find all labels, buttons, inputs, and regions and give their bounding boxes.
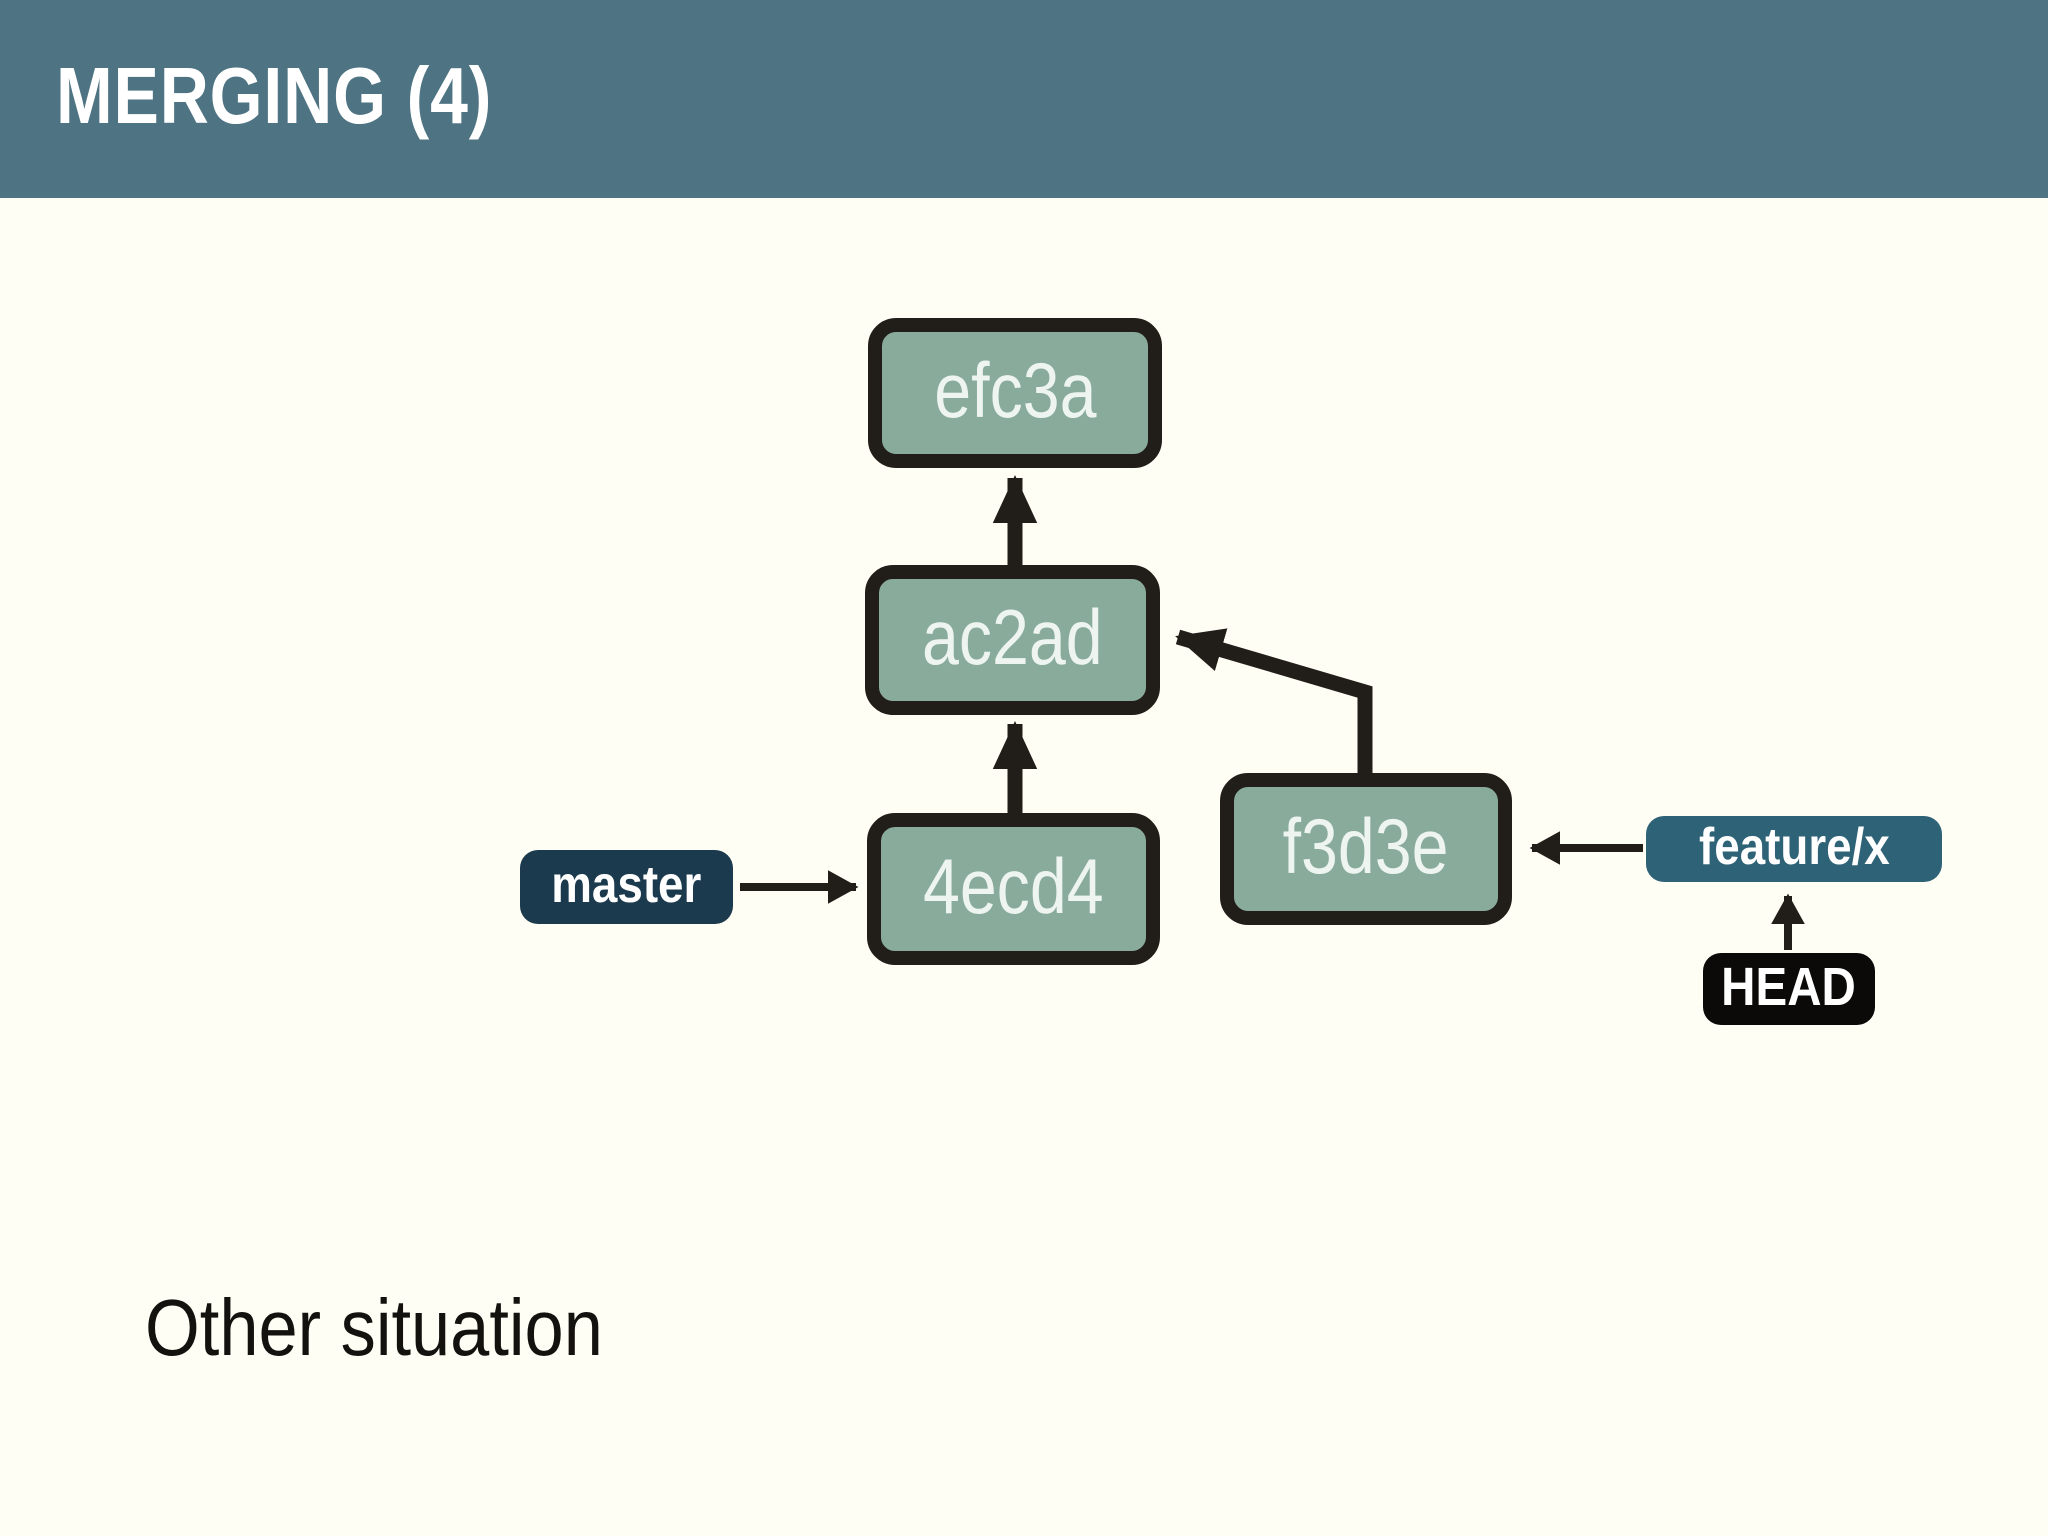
commit-id: ac2ad [922,592,1103,681]
commit-id: f3d3e [1283,801,1449,890]
slide-header: MERGING (4) [0,0,2048,198]
slide-title: MERGING (4) [56,51,493,140]
edge-f3d3e-ac2ad [1175,628,1373,780]
commit-id: efc3a [933,345,1097,434]
commit-node-ac2ad: ac2ad [865,565,1160,715]
head-label-text: HEAD [1721,957,1857,1017]
head-label: HEAD [1703,953,1875,1025]
commit-id: 4ecd4 [923,841,1104,930]
branch-label-master: master [520,850,733,924]
commit-node-f3d3e: f3d3e [1220,773,1512,925]
branch-label-text: master [551,856,702,914]
branch-label-feature-x: feature/x [1646,816,1942,882]
branch-label-text: feature/x [1698,818,1890,876]
commit-node-4ecd4: 4ecd4 [867,813,1160,965]
commit-node-efc3a: efc3a [868,318,1162,468]
caption-text: Other situation [145,1283,603,1372]
